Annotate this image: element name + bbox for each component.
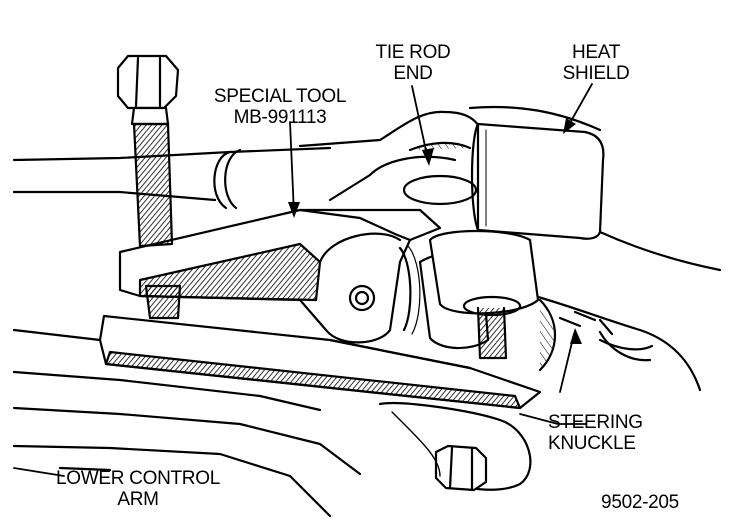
lower-control-arm xyxy=(12,328,362,518)
steering-knuckle-line-1: STEERING xyxy=(548,412,643,433)
tie-rod-shaft xyxy=(12,146,332,210)
label-steering-knuckle: STEERING KNUCKLE xyxy=(548,412,678,454)
label-tie-rod-end: TIE ROD END xyxy=(358,42,468,84)
heat-shield-line-2: SHIELD xyxy=(562,63,630,84)
ball-stud-nut xyxy=(378,402,532,492)
heat-shield xyxy=(470,122,605,240)
lower-ball-joint xyxy=(428,229,540,360)
leader-arrowheads xyxy=(288,118,582,344)
tie-rod-end-line-2: END xyxy=(393,63,433,84)
steering-knuckle xyxy=(468,105,722,392)
tie-rod-end-line-1: TIE ROD xyxy=(375,42,451,63)
special-tool-line-2: MB-991113 xyxy=(233,107,327,128)
tool-bolt xyxy=(116,54,182,320)
label-lower-control-arm: LOWER CONTROL ARM xyxy=(38,468,238,510)
special-tool-fork xyxy=(98,314,542,410)
steering-knuckle-line-2: KNUCKLE xyxy=(548,433,636,454)
special-tool-line-1: SPECIAL TOOL xyxy=(213,86,347,107)
special-tool-jaw xyxy=(118,208,442,344)
heat-shield-line-1: HEAT xyxy=(571,42,621,63)
lower-control-arm-line-2: ARM xyxy=(117,489,159,510)
figure-number: 9502-205 xyxy=(601,492,679,513)
label-special-tool: SPECIAL TOOL MB-991113 xyxy=(190,86,370,128)
label-heat-shield: HEAT SHIELD xyxy=(546,42,646,84)
lower-control-arm-line-1: LOWER CONTROL xyxy=(56,468,220,489)
